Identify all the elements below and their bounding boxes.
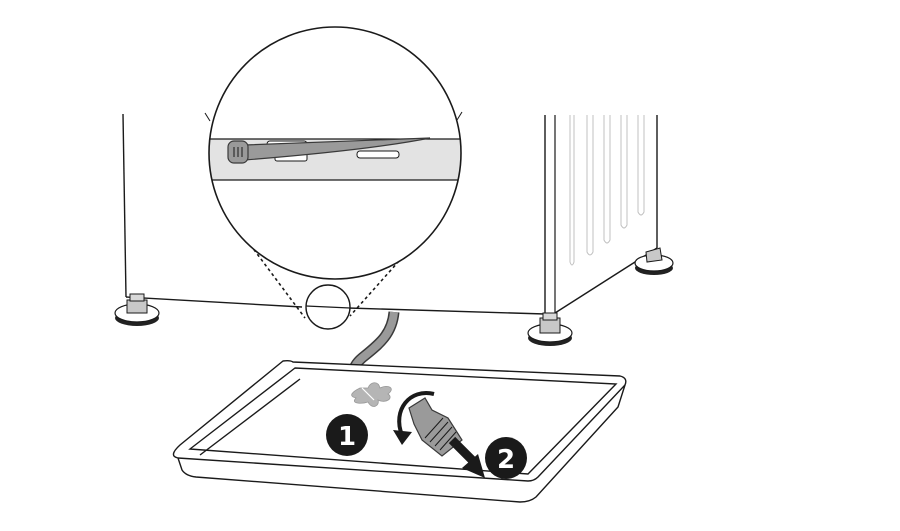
pull-arrow-icon: [448, 436, 485, 478]
washer-body: [122, 113, 658, 315]
step-2-label: 2: [497, 445, 515, 475]
drain-cap: [408, 397, 463, 457]
step-2-badge: 2: [485, 437, 527, 479]
step-1-badge: 1: [326, 414, 368, 456]
step-1-label: 1: [338, 422, 356, 452]
rotate-arrow-icon: [393, 391, 435, 445]
foot-rear-right: [634, 247, 674, 275]
foot-front-right: [527, 312, 573, 346]
side-fins: [569, 115, 645, 266]
water-splash: [351, 382, 392, 407]
magnifier-callout: [204, 26, 463, 330]
foot-front-left: [114, 293, 160, 326]
